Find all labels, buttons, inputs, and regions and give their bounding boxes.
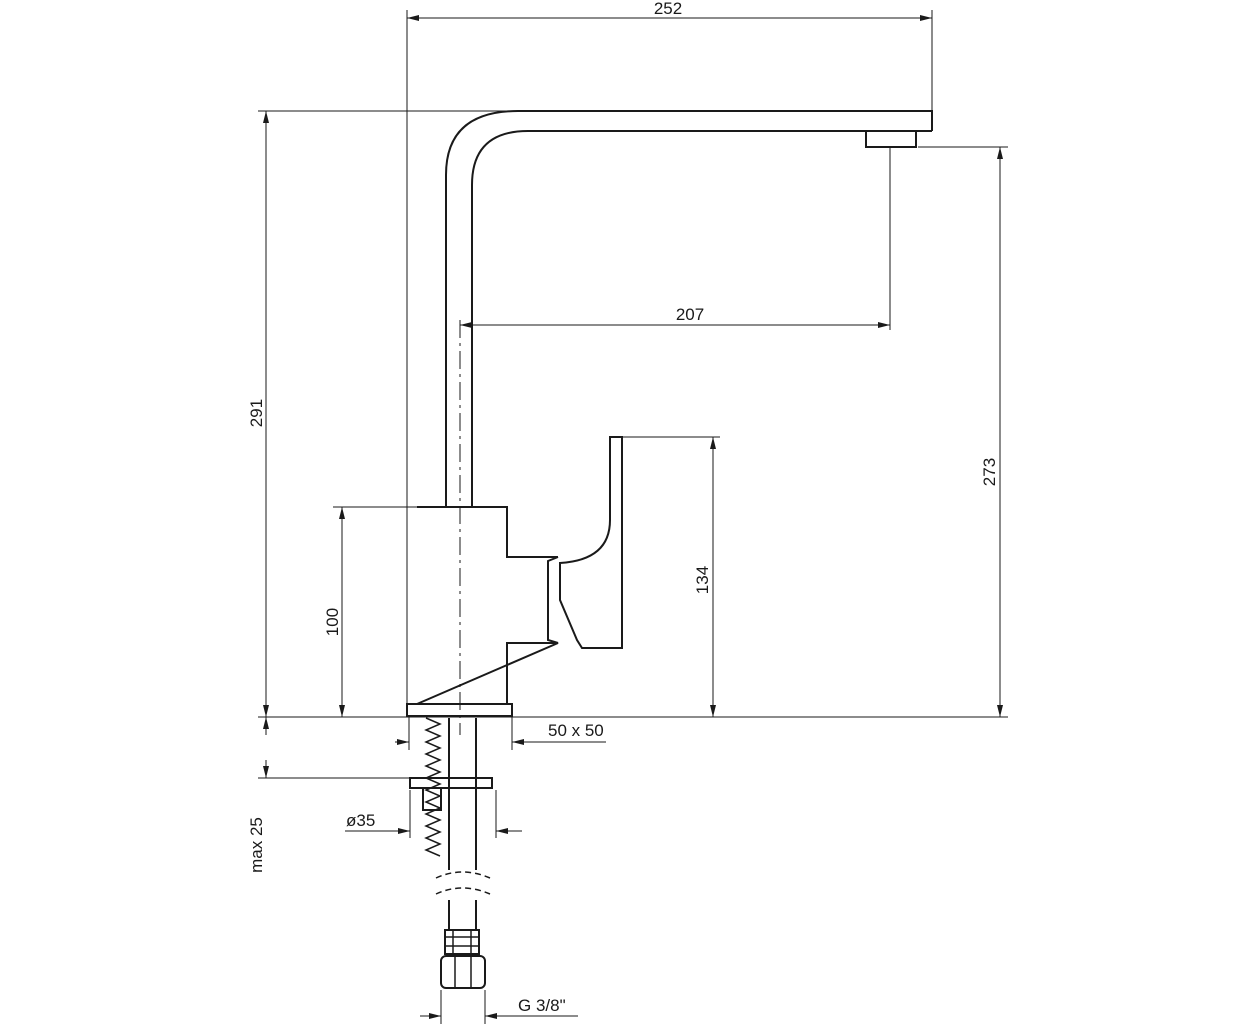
- break-mark-bottom: [435, 887, 491, 895]
- faucet-outline: [406, 110, 933, 717]
- mounting-washer: [409, 777, 493, 789]
- label-lever-height: 134: [693, 566, 712, 594]
- label-overall-width: 252: [654, 0, 682, 18]
- label-total-height: 291: [247, 399, 266, 427]
- fitting-ferrule: [444, 929, 480, 955]
- break-mark-top: [435, 871, 491, 879]
- lever-handle: [559, 436, 623, 649]
- faucet-body: [416, 506, 559, 705]
- extension-lines: [258, 10, 1008, 1024]
- cartridge-collar: [547, 556, 559, 644]
- label-base-size: 50 x 50: [548, 721, 604, 740]
- label-spout-height: 273: [980, 458, 999, 486]
- label-spout-reach: 207: [676, 305, 704, 324]
- mounting-nut: [422, 787, 442, 811]
- dimension-lines: [263, 15, 1003, 1019]
- label-connection-thread: G 3/8": [518, 996, 566, 1015]
- label-body-height: 100: [323, 608, 342, 636]
- aerator: [865, 131, 917, 148]
- fitting-hex-nut: [440, 955, 486, 989]
- mounting-assembly: [409, 717, 493, 989]
- label-max-thickness: max 25: [247, 817, 266, 873]
- label-hole-diameter: ø35: [346, 811, 375, 830]
- spout-inner: [471, 130, 932, 507]
